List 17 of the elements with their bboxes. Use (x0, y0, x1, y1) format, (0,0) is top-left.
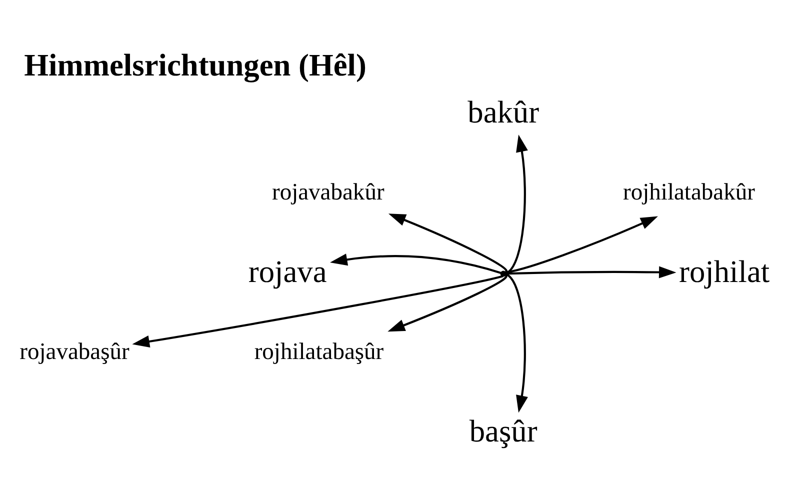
node-text: rojavabaşûr (20, 339, 130, 366)
arrow (330, 254, 502, 274)
arrow (132, 275, 504, 348)
arrow (505, 216, 658, 274)
node-text: rojhilatabaşûr (254, 339, 384, 366)
arrow (388, 214, 508, 273)
diagram-title: Himmelsrichtungen (Hêl) (24, 47, 366, 82)
node-text: başûr (469, 413, 538, 448)
node-text: rojhilatabakûr (623, 180, 755, 206)
node-text: rojava (248, 254, 327, 289)
node-text: rojavabakûr (272, 180, 384, 206)
node-point (500, 270, 506, 277)
arrow (505, 273, 528, 413)
arrow (506, 266, 676, 278)
arrow (388, 274, 508, 332)
node-text: rojhilat (679, 254, 770, 289)
node-text: bakûr (468, 94, 540, 130)
